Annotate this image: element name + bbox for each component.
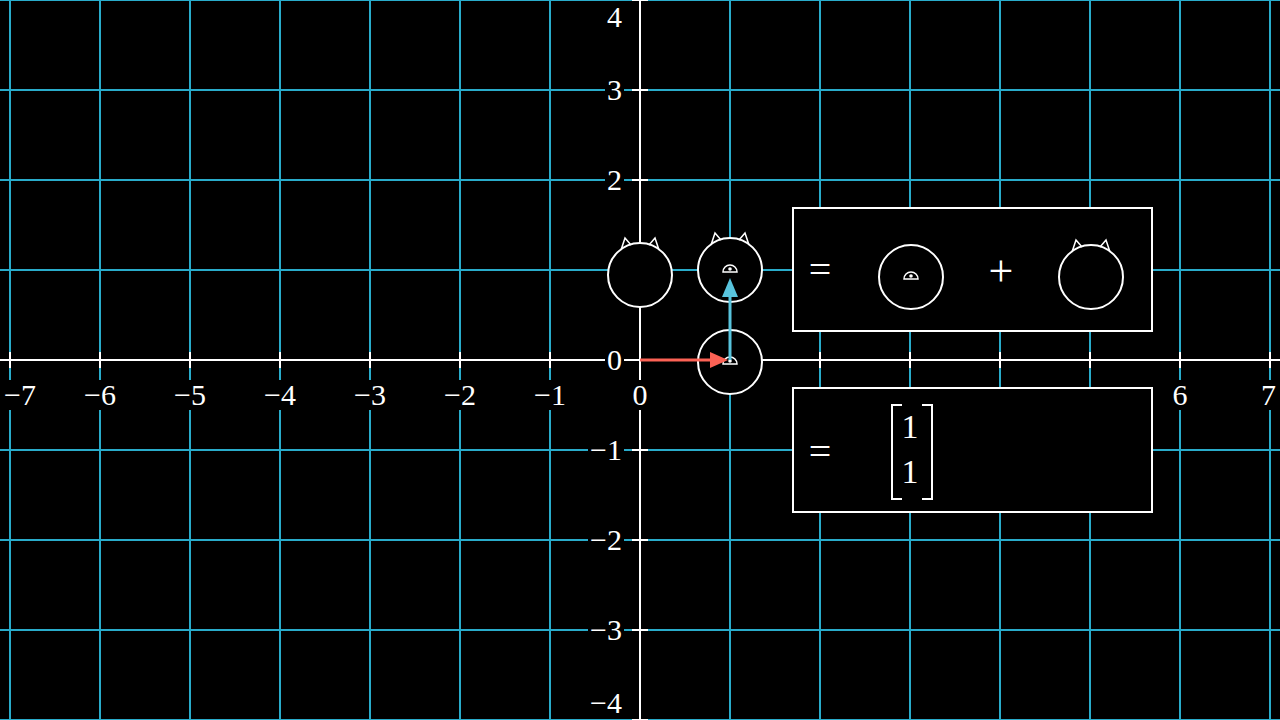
- equation-box: =+: [792, 207, 1153, 332]
- axis-tick: [9, 352, 11, 368]
- grid-line: [99, 0, 101, 720]
- x-axis-number: −6: [82, 380, 118, 410]
- creature-ear: [1072, 240, 1082, 252]
- creature-ear: [1100, 240, 1110, 252]
- grid-line: [1089, 0, 1091, 720]
- creature-circle: [1059, 245, 1123, 309]
- axis-tick: [549, 352, 551, 368]
- grid-line: [819, 0, 821, 720]
- x-axis-number: −1: [532, 380, 568, 410]
- axis-tick: [632, 89, 648, 91]
- x-axis-number: −2: [442, 380, 478, 410]
- grid-line: [729, 0, 731, 720]
- grid-line: [999, 0, 1001, 720]
- equation-box: = 1 1: [792, 387, 1153, 513]
- creature-circle: [608, 243, 672, 307]
- grid-line: [279, 0, 281, 720]
- grid-line: [0, 179, 1280, 181]
- axis-tick: [632, 0, 648, 1]
- grid-line: [0, 629, 1280, 631]
- grid-line: [0, 89, 1280, 91]
- j-hat-arrow: [729, 296, 732, 360]
- grid-line: [0, 539, 1280, 541]
- axis-tick: [909, 352, 911, 368]
- operator-sign: +: [989, 250, 1014, 294]
- x-axis-number: 6: [1171, 380, 1190, 410]
- axis-tick: [369, 352, 371, 368]
- axis-tick: [99, 352, 101, 368]
- x-axis-number: 0: [631, 380, 650, 410]
- grid-line: [459, 0, 461, 720]
- axis-tick: [189, 352, 191, 368]
- creature-circle: [698, 238, 762, 302]
- y-axis-number: 2: [605, 165, 624, 195]
- axis-tick: [999, 352, 1001, 368]
- creature-eye: [904, 272, 918, 279]
- i-hat-head: [710, 352, 728, 368]
- grid-line: [189, 0, 191, 720]
- equals-sign: =: [809, 432, 832, 472]
- x-axis-number: −5: [172, 380, 208, 410]
- axis-tick: [459, 352, 461, 368]
- grid-line: [1269, 0, 1271, 720]
- y-axis-number: −4: [588, 688, 624, 718]
- equals-sign: =: [809, 250, 832, 290]
- axis-tick: [632, 539, 648, 541]
- grid-line: [1179, 0, 1181, 720]
- i-hat-arrow: [640, 359, 712, 362]
- grid-line: [0, 719, 1280, 720]
- matrix-bracket: [892, 405, 902, 499]
- matrix-entry: 1: [902, 410, 919, 444]
- grid-line: [549, 0, 551, 720]
- axis-tick: [1269, 352, 1271, 368]
- creature-ear: [621, 238, 631, 250]
- x-axis-number: −7: [2, 380, 38, 410]
- y-axis-number: 3: [605, 75, 624, 105]
- matrix-bracket: [922, 405, 932, 499]
- x-axis-number: −4: [262, 380, 298, 410]
- creature-pupil: [728, 267, 732, 271]
- grid-line: [909, 0, 911, 720]
- y-axis-number: −2: [588, 525, 624, 555]
- grid-line: [0, 359, 1280, 361]
- creature-pupil: [909, 274, 913, 278]
- creature-group: [608, 233, 762, 394]
- grid-line: [369, 0, 371, 720]
- j-hat-head: [722, 278, 738, 297]
- creature-ear: [739, 233, 749, 245]
- y-axis-number: 0: [605, 345, 624, 375]
- creature-ear: [649, 238, 659, 250]
- matrix-entry: 1: [902, 455, 919, 489]
- axis-tick: [819, 352, 821, 368]
- y-axis-number: 4: [605, 2, 624, 32]
- creature-circle: [879, 245, 943, 309]
- axis-tick: [1179, 352, 1181, 368]
- x-axis: [0, 359, 1280, 361]
- y-axis-number: −3: [588, 615, 624, 645]
- axis-tick: [632, 719, 648, 720]
- axis-tick: [279, 352, 281, 368]
- x-axis-number: −3: [352, 380, 388, 410]
- axis-tick: [1089, 352, 1091, 368]
- grid-line: [9, 0, 11, 720]
- y-axis-number: −1: [588, 435, 624, 465]
- axis-tick: [632, 179, 648, 181]
- creature-eye: [723, 265, 737, 272]
- axis-tick: [632, 629, 648, 631]
- box-illustration: [794, 389, 1280, 689]
- creature-ear: [711, 233, 721, 245]
- grid-line: [0, 0, 1280, 1]
- axis-tick: [632, 449, 648, 451]
- x-axis-number: 7: [1259, 380, 1278, 410]
